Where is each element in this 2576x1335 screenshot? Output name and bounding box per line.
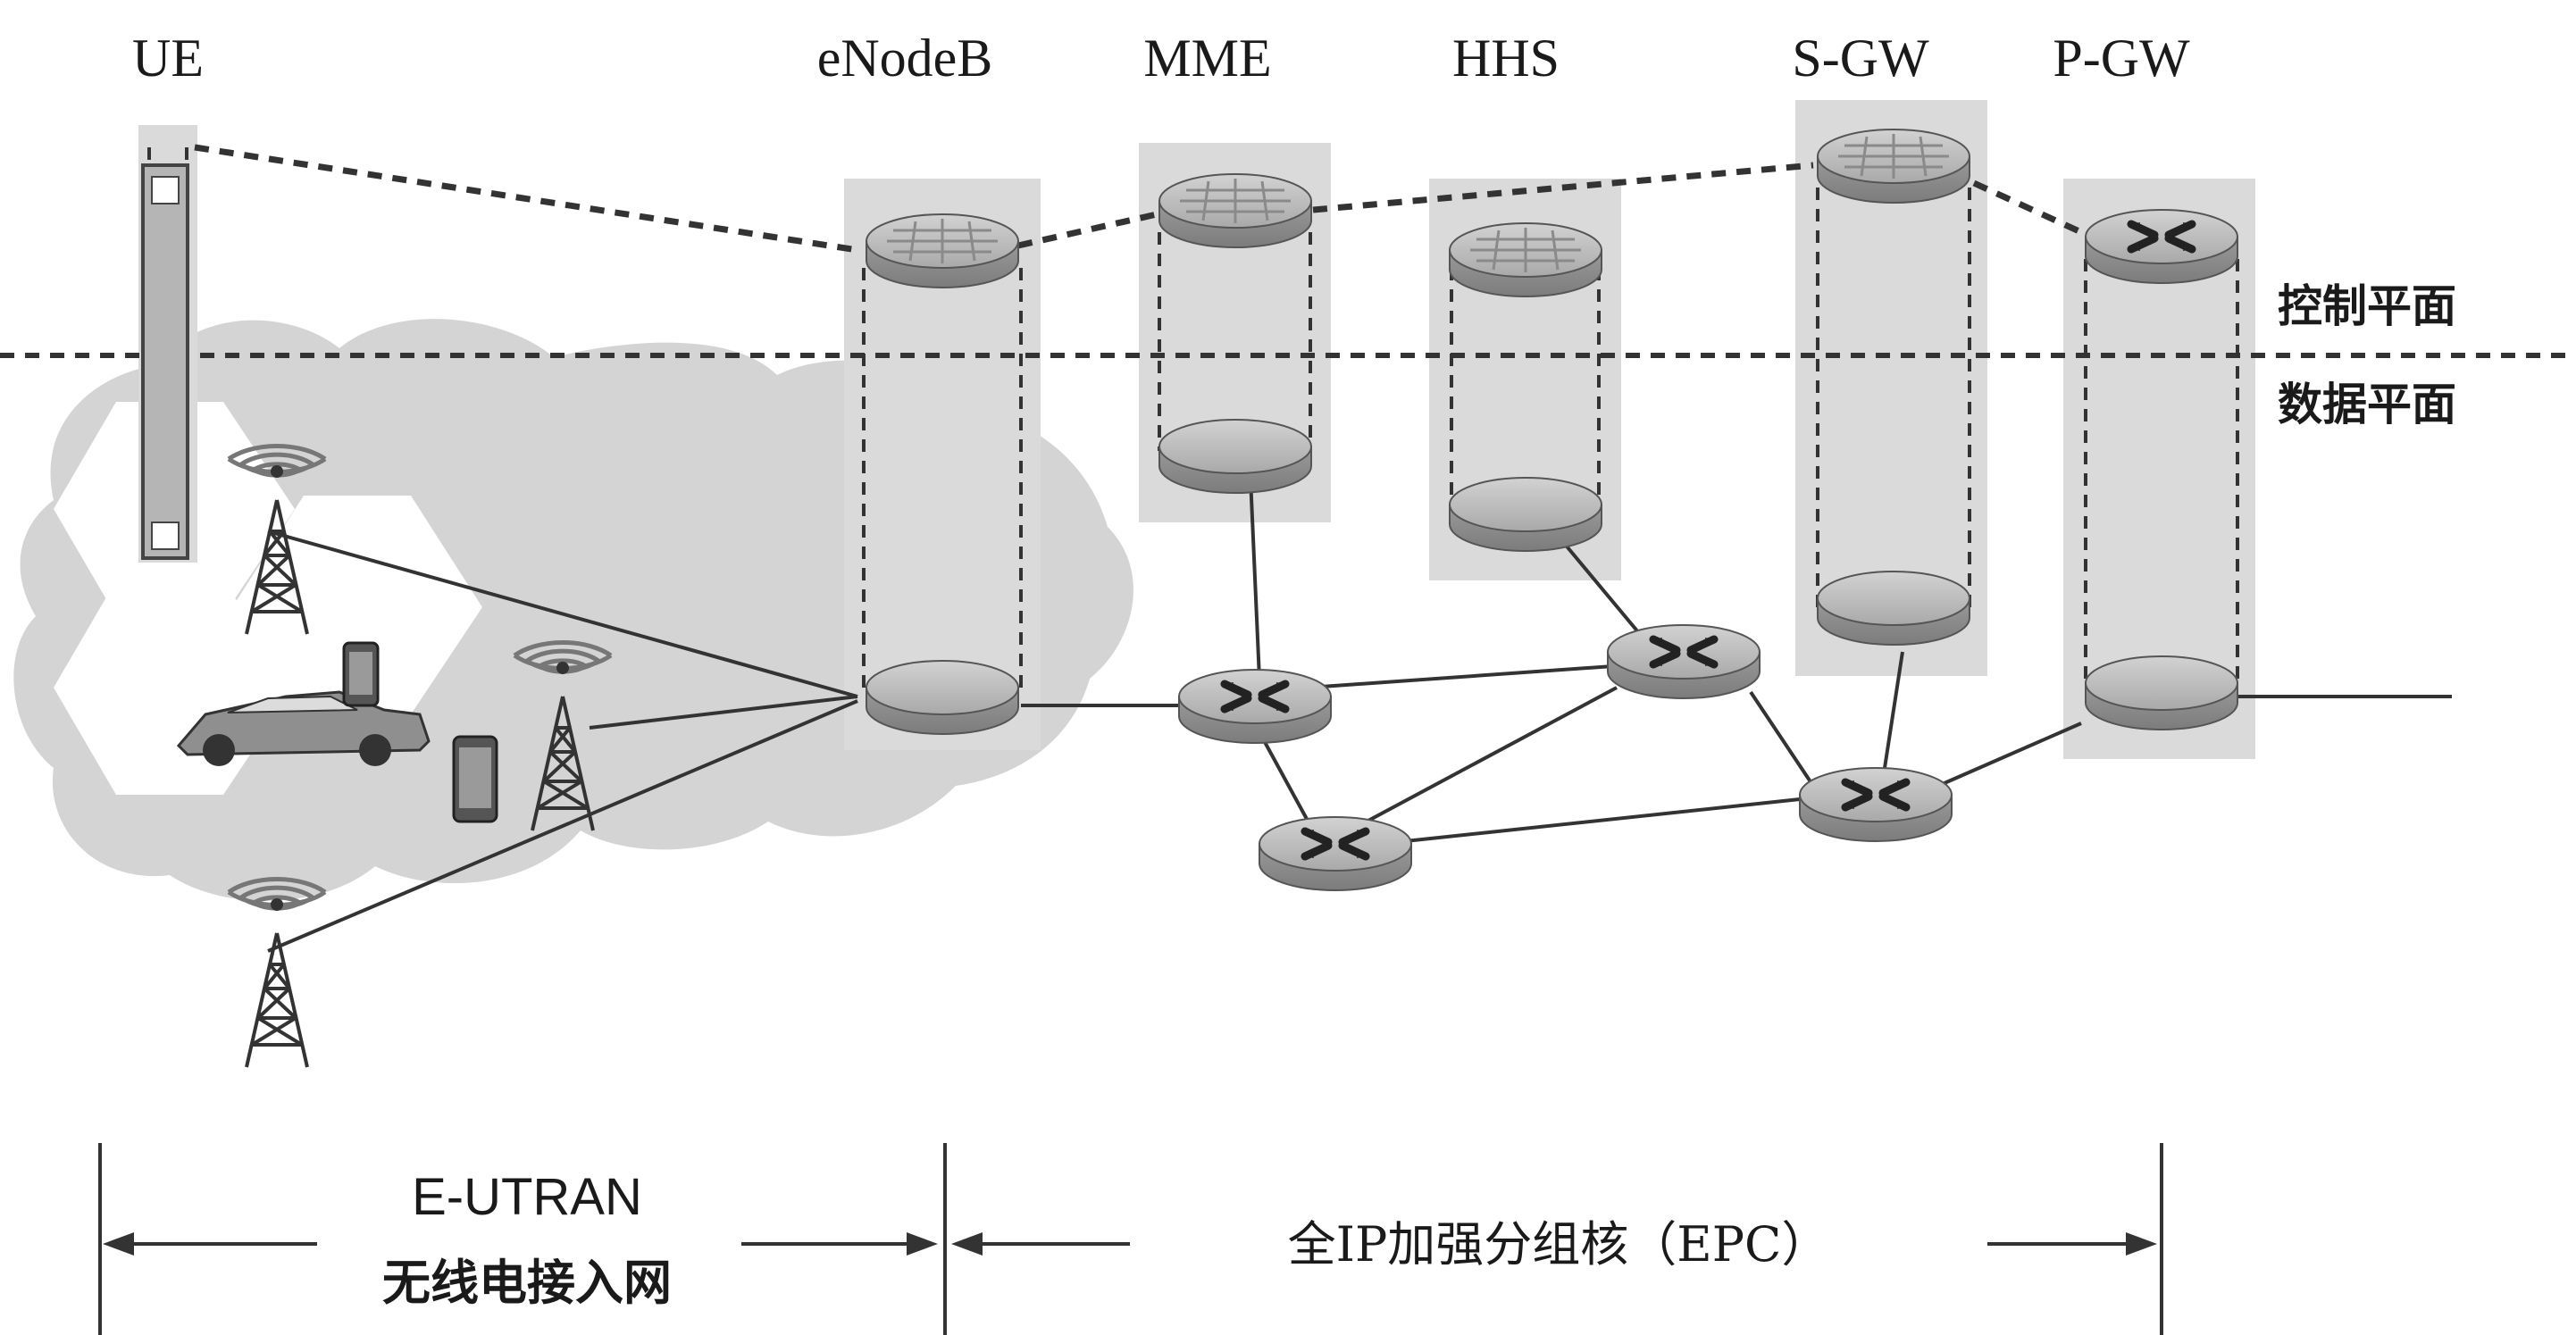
data-plane-label: 数据平面 (2278, 379, 2456, 430)
data-plane-links (267, 477, 2452, 953)
mme-label: MME (1143, 29, 1271, 88)
eutran-span-arrow (103, 1232, 938, 1256)
pgw-label: P-GW (2053, 29, 2190, 88)
sgw-data-router (1817, 571, 1970, 646)
hhs-label: HHS (1452, 29, 1560, 88)
ue-device (141, 163, 189, 560)
ue-label: UE (132, 29, 204, 88)
core-switch-router (1607, 624, 1761, 699)
phone-icon (342, 641, 380, 707)
sgw-label: S-GW (1792, 29, 1929, 88)
mme-data-router (1158, 419, 1312, 494)
hhs-control-router (1449, 222, 1602, 297)
eutran-title: E-UTRAN (412, 1168, 642, 1226)
cell-tower-icon (229, 879, 325, 1067)
enodeb-label: eNodeB (817, 29, 993, 88)
eutran-subtitle: 无线电接入网 (382, 1255, 672, 1311)
hhs-data-router (1449, 477, 1602, 552)
pgw-control-router (2085, 209, 2238, 284)
car-icon (176, 690, 431, 766)
control-plane-links (194, 144, 2083, 254)
span-markers (98, 1143, 2163, 1335)
enodeb-data-router (866, 660, 1019, 735)
core-switch-router (1799, 767, 1953, 842)
control-plane-label: 控制平面 (2278, 280, 2456, 332)
epc-span-arrow (951, 1232, 2157, 1256)
core-switch-router (1178, 669, 1332, 744)
epc-label: 全IP加强分组核（EPC） (1288, 1216, 1830, 1272)
enodeb-control-router (866, 213, 1019, 288)
mme-control-router (1158, 173, 1312, 248)
sgw-control-router (1817, 129, 1970, 204)
core-switch-router (1259, 816, 1412, 891)
phone-icon (452, 735, 498, 823)
pgw-data-router (2085, 655, 2238, 730)
